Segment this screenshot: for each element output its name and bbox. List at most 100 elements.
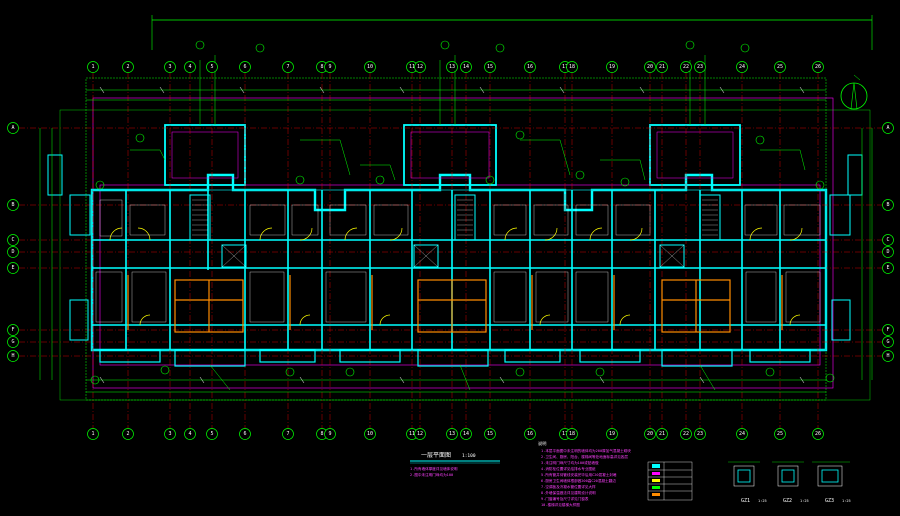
axis-bubble-circle — [364, 428, 376, 440]
column-axis-bubble-bottom: 19 — [606, 428, 618, 440]
axis-bubble-circle — [460, 61, 472, 73]
row-axis-bubble-left: B — [7, 199, 19, 211]
plan-linework — [8, 15, 892, 430]
axis-bubble-label: 15 — [487, 64, 493, 70]
axis-bubble-circle — [736, 61, 748, 73]
axis-bubble-circle — [7, 234, 19, 246]
column-axis-bubble-top: 19 — [606, 61, 618, 73]
axis-bubble-circle — [364, 61, 376, 73]
axis-bubble-label: 18 — [569, 64, 575, 70]
axis-bubble-label: 16 — [527, 431, 533, 437]
axis-bubble-circle — [524, 428, 536, 440]
drawing-title: 一层平面图 — [421, 452, 451, 459]
axis-bubble-label: E — [886, 265, 889, 271]
axis-bubble-label: F — [886, 327, 889, 333]
axis-bubble-circle — [7, 262, 19, 274]
axis-bubble-circle — [446, 61, 458, 73]
axis-bubble-label: 19 — [609, 431, 615, 437]
axis-bubble-label: B — [11, 202, 14, 208]
axis-bubble-circle — [566, 428, 578, 440]
axis-bubble-label: 5 — [210, 64, 213, 70]
column-axis-bubble-bottom: 25 — [774, 428, 786, 440]
row-axis-bubble-left: D — [7, 246, 19, 258]
row-axis-bubble-right: E — [882, 262, 894, 274]
detail-gz2-label: GZ2 — [783, 498, 792, 504]
general-notes: 说明 1.本层平面图中未注明的墙体均为200厚加气混凝土砌块 2.卫生间、厨房、… — [538, 440, 631, 507]
axis-bubble-label: 23 — [697, 431, 703, 437]
column-axis-bubble-top: 6 — [239, 61, 251, 73]
axis-bubble-label: 20 — [647, 431, 653, 437]
axis-bubble-label: 22 — [683, 431, 689, 437]
axis-bubble-label: 12 — [417, 64, 423, 70]
axis-bubble-circle — [184, 428, 196, 440]
column-axis-bubble-bottom: 9 — [324, 428, 336, 440]
sub-note-2: 2.图中未注明门垛均为100 — [410, 472, 453, 477]
axis-bubble-label: 17 — [562, 431, 568, 437]
column-axis-bubble-bottom: 3 — [164, 428, 176, 440]
drawing-title-block: 一层平面图 1:100 1.所有墙体厚度详见墙体说明 2.图中未注明门垛均为10… — [410, 452, 500, 477]
axis-bubble-circle — [694, 61, 706, 73]
column-axis-bubble-bottom: 23 — [694, 428, 706, 440]
row-axis-bubble-right: D — [882, 246, 894, 258]
axis-bubble-circle — [524, 61, 536, 73]
axis-bubble-circle — [87, 61, 99, 73]
column-axis-bubble-top: 25 — [774, 61, 786, 73]
axis-bubble-circle — [460, 428, 472, 440]
column-axis-bubble-bottom: 26 — [812, 428, 824, 440]
column-axis-bubble-bottom: 7 — [282, 428, 294, 440]
axis-bubble-label: H — [11, 353, 14, 359]
note-line-2: 2.卫生间、厨房、阳台、楼梯间等处地面标高详见各层 — [541, 454, 628, 459]
axis-bubble-circle — [882, 350, 894, 362]
column-axis-bubble-top: 18 — [566, 61, 578, 73]
column-axis-bubble-bottom: 14 — [460, 428, 472, 440]
axis-bubble-label: 6 — [243, 64, 246, 70]
notes-heading: 说明 — [538, 440, 546, 447]
axis-bubble-circle — [606, 61, 618, 73]
column-axis-bubble-top: 1 — [87, 61, 99, 73]
axis-bubble-label: 6 — [243, 431, 246, 437]
axis-bubble-circle — [812, 61, 824, 73]
axis-bubble-circle — [87, 428, 99, 440]
axis-bubble-label: 25 — [777, 64, 783, 70]
row-axis-bubble-right: G — [882, 336, 894, 348]
axis-bubble-circle — [644, 61, 656, 73]
column-axis-bubble-top: 13 — [446, 61, 458, 73]
column-axis-bubble-bottom: 13 — [446, 428, 458, 440]
axis-bubble-label: D — [886, 249, 889, 255]
column-axis-bubble-top: 5 — [206, 61, 218, 73]
axis-bubble-circle — [882, 262, 894, 274]
column-axis-bubble-top: 20 — [644, 61, 656, 73]
column-axis-bubble-bottom: 11 — [406, 428, 418, 440]
axis-bubble-label: 3 — [168, 431, 171, 437]
axis-bubble-label: C — [11, 237, 14, 243]
note-line-8: 8.外墙保温做法详见建筑设计说明 — [541, 490, 596, 495]
axis-bubble-circle — [484, 428, 496, 440]
column-axis-bubble-bottom: 1 — [87, 428, 99, 440]
column-axis-bubble-bottom: 15 — [484, 428, 496, 440]
axis-bubble-label: A — [886, 125, 889, 131]
detail-gz2: GZ2 1:25 — [772, 461, 809, 504]
axis-bubble-circle — [680, 61, 692, 73]
axis-bubble-label: 10 — [367, 64, 373, 70]
note-line-9: 9.门窗编号及尺寸详见门窗表 — [541, 496, 589, 501]
detail-gz3-scale: 1:25 — [842, 499, 851, 503]
axis-bubble-circle — [184, 61, 196, 73]
axis-bubble-label: 22 — [683, 64, 689, 70]
axis-bubble-circle — [414, 61, 426, 73]
axis-bubble-circle — [7, 122, 19, 134]
axis-bubble-label: 13 — [449, 431, 455, 437]
axis-bubble-label: 4 — [188, 431, 191, 437]
column-axis-bubble-top: 23 — [694, 61, 706, 73]
legend-table — [647, 461, 693, 501]
column-axis-bubble-bottom: 20 — [644, 428, 656, 440]
axis-bubble-label: 2 — [126, 64, 129, 70]
axis-bubble-label: B — [886, 202, 889, 208]
axis-bubble-label: 25 — [777, 431, 783, 437]
axis-bubble-label: A — [11, 125, 14, 131]
column-axis-bubble-bottom: 21 — [656, 428, 668, 440]
axis-bubble-circle — [7, 246, 19, 258]
grid-axis-lines — [8, 62, 892, 430]
